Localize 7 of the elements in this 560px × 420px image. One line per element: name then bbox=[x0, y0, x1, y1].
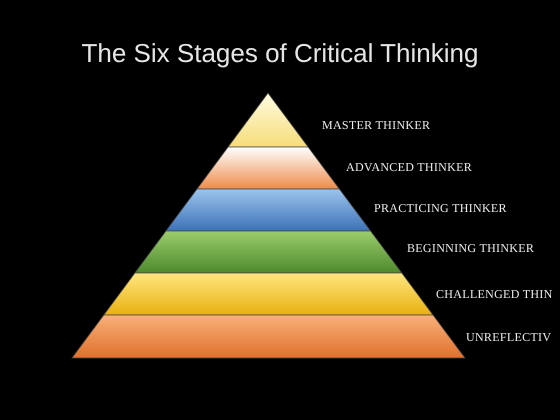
stage-label: CHALLENGED THIN bbox=[436, 287, 553, 302]
stage-label: BEGINNING THINKER bbox=[407, 241, 534, 256]
title: The Six Stages of Critical Thinking bbox=[80, 38, 480, 69]
stage-label: UNREFLECTIV bbox=[466, 330, 552, 345]
stage-label: ADVANCED THINKER bbox=[346, 160, 472, 175]
stage-label: PRACTICING THINKER bbox=[374, 201, 507, 216]
stage-label: MASTER THINKER bbox=[322, 118, 430, 133]
